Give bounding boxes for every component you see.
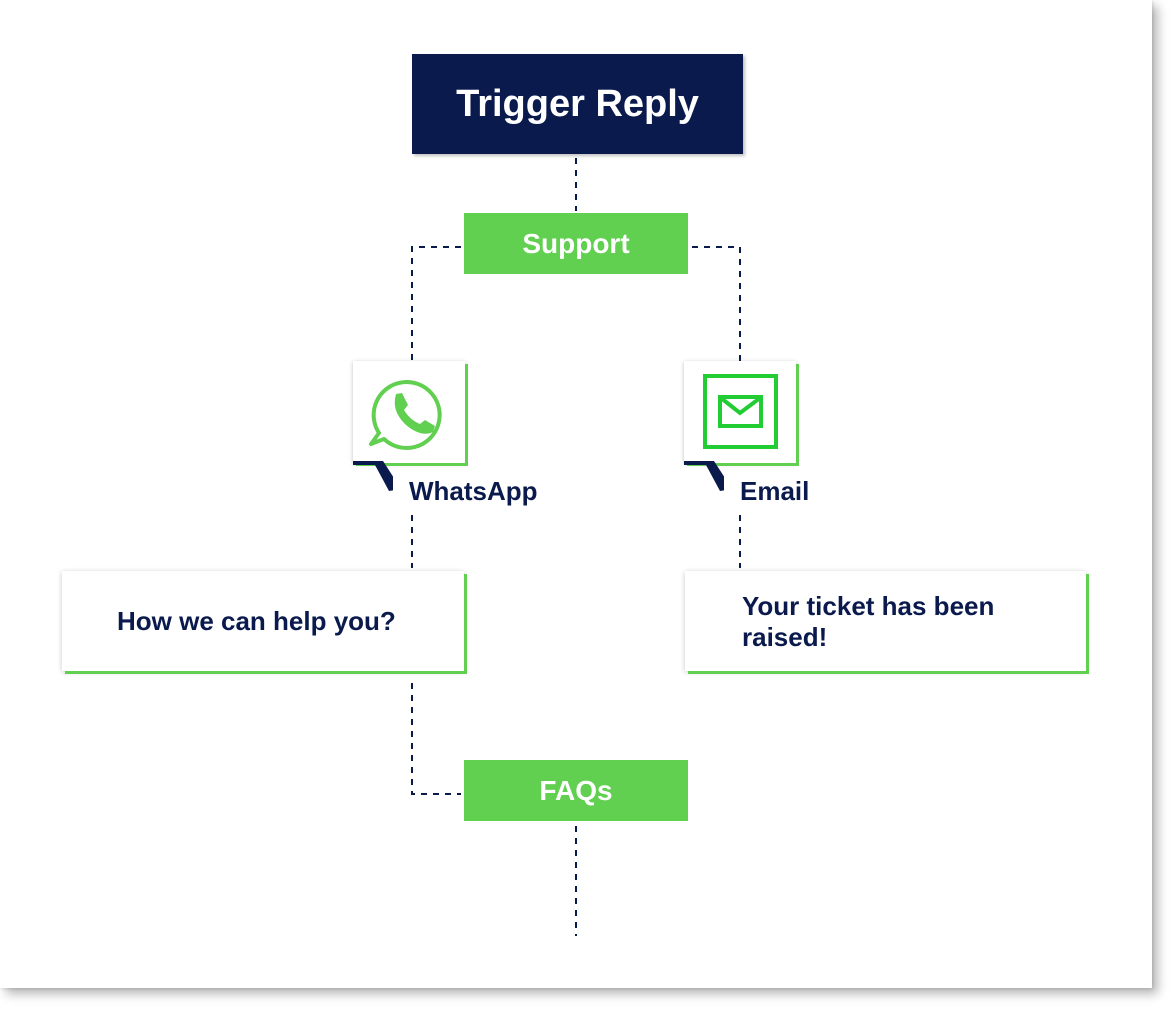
email-tile — [684, 361, 796, 463]
whatsapp-icon — [369, 380, 442, 450]
whatsapp-tile-pointer — [353, 461, 393, 491]
support-node: Support — [464, 213, 688, 274]
trigger-reply-node: Trigger Reply — [412, 54, 743, 154]
trigger-reply-label: Trigger Reply — [456, 82, 699, 125]
email-label: Email — [740, 476, 810, 506]
diagram-canvas — [0, 0, 1152, 988]
connector-support-email — [692, 246, 741, 361]
whatsapp-tile — [353, 361, 465, 463]
whatsapp-label: WhatsApp — [409, 476, 538, 506]
whatsapp-message-text: How we can help you? — [117, 605, 396, 636]
connector-support-whatsapp — [411, 246, 461, 361]
whatsapp-message-box: How we can help you? — [62, 571, 464, 671]
support-label: Support — [522, 227, 630, 259]
faqs-label: FAQs — [539, 774, 613, 806]
email-tile-pointer — [684, 461, 724, 491]
email-icon — [703, 374, 778, 449]
faqs-node: FAQs — [464, 760, 688, 821]
email-message-text: Your ticket has been raised! — [742, 591, 995, 652]
connector-message-faqs — [411, 683, 461, 795]
email-message-box: Your ticket has been raised! — [685, 571, 1086, 671]
